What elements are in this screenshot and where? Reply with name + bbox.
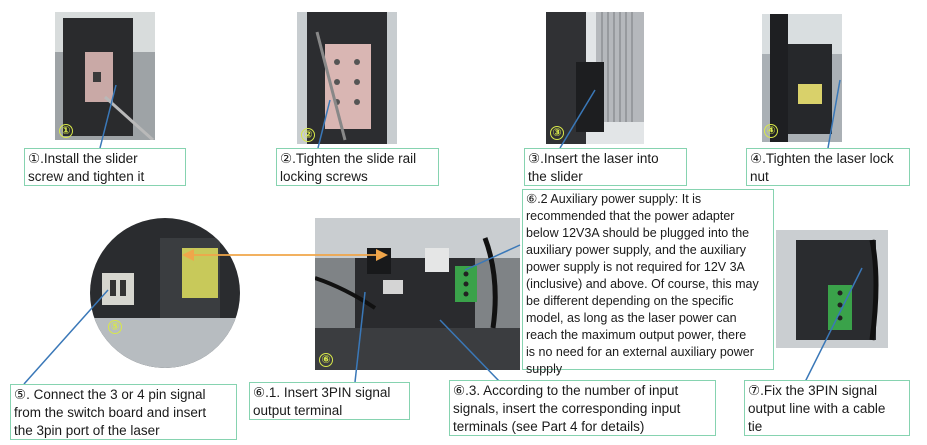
photo-install-slider: ① (55, 12, 155, 140)
step-marker: ④ (764, 124, 778, 138)
caption-step-7: ⑦.Fix the 3PIN signal output line with a… (744, 380, 910, 436)
step-marker: ① (59, 124, 73, 138)
caption-step-2: ②.Tighten the slide rail locking screws (276, 148, 439, 186)
photo-tighten-rail: ② (297, 12, 397, 144)
step-marker: ③ (550, 126, 564, 140)
photo-lock-nut: ④ (762, 14, 842, 142)
photo-laser-port-closeup: ⑤ (90, 218, 240, 368)
caption-step-4: ④.Tighten the laser lock nut (746, 148, 910, 186)
caption-step-6-2: ⑥.2 Auxiliary power supply: It is recomm… (522, 189, 774, 376)
photo-insert-laser: ③ (546, 12, 644, 144)
caption-step-3: ③.Insert the laser into the slider (524, 148, 687, 186)
caption-step-1: ①.Install the slider screw and tighten i… (24, 148, 186, 186)
caption-step-6-1: ⑥.1. Insert 3PIN signal output terminal (249, 382, 410, 420)
caption-step-6-3: ⑥.3. According to the number of input si… (449, 380, 716, 436)
caption-step-5: ⑤. Connect the 3 or 4 pin signal from th… (10, 384, 237, 440)
step-marker: ⑤ (108, 320, 122, 334)
step-marker: ⑥ (319, 353, 333, 367)
photo-switch-board: ⑥ (315, 218, 520, 370)
photo-cable-tie (776, 230, 888, 348)
step-marker: ② (301, 128, 315, 142)
